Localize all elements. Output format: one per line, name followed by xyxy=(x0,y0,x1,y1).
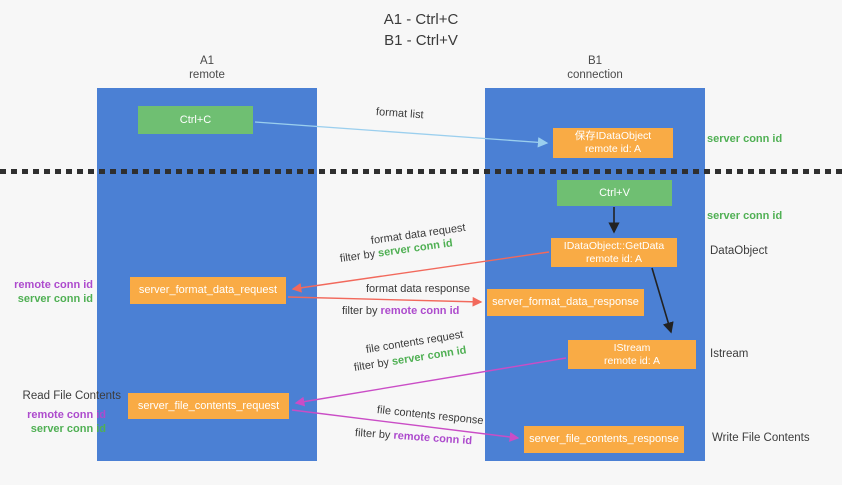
label-file-contents-response: file contents response xyxy=(376,404,485,428)
filter-value-2: remote conn id xyxy=(380,305,460,317)
divider-dotted-line xyxy=(0,169,842,174)
title-line-1: A1 - Ctrl+C xyxy=(383,11,459,28)
label-format-data-response: format data response xyxy=(366,283,470,295)
column-a1-name: remote xyxy=(189,69,225,81)
label-write-file-contents: Write File Contents xyxy=(712,432,810,444)
node-file-request-label: server_file_contents_request xyxy=(137,399,280,412)
node-getdata-line2: remote id: A xyxy=(585,252,643,265)
label-group-format-conn-ids: remote conn id server conn id xyxy=(0,278,93,306)
label-read-file-contents: Read File Contents xyxy=(22,390,121,402)
column-b1-name: connection xyxy=(567,69,623,81)
node-istream: IStream remote id: A xyxy=(568,340,696,369)
node-istream-line2: remote id: A xyxy=(603,354,661,367)
node-ctrl-v-label: Ctrl+V xyxy=(599,186,630,199)
column-b1-id: B1 xyxy=(587,55,603,67)
node-server-file-contents-response: server_file_contents_response xyxy=(524,426,684,453)
node-save-idataobject: 保存IDataObject remote id: A xyxy=(553,128,673,158)
node-server-format-data-response: server_format_data_response xyxy=(487,289,644,316)
node-getdata-line1: IDataObject::GetData xyxy=(563,239,665,252)
filter-by-text-3: filter by xyxy=(353,356,393,374)
label-server-conn-id-format: server conn id xyxy=(17,293,93,305)
node-format-request-label: server_format_data_request xyxy=(138,284,278,296)
node-ctrl-c-label: Ctrl+C xyxy=(179,113,212,126)
label-format-list: format list xyxy=(375,106,424,122)
node-format-response-label: server_format_data_response xyxy=(492,296,639,308)
label-group-file-conn-ids: remote conn id server conn id xyxy=(0,408,106,436)
node-server-file-contents-request: server_file_contents_request xyxy=(128,393,289,419)
node-istream-line1: IStream xyxy=(613,341,651,354)
column-a1-id: A1 xyxy=(199,55,215,67)
column-header-b1: B1 connection xyxy=(485,54,705,82)
label-filter-by-remote-conn-id-2: filter by remote conn id xyxy=(355,427,473,447)
node-save-idataobject-line1: 保存IDataObject xyxy=(574,130,652,142)
label-server-conn-id-top: server conn id xyxy=(707,133,783,145)
filter-by-text-1: filter by xyxy=(339,247,379,265)
node-save-idataobject-line2: remote id: A xyxy=(584,143,642,155)
label-filter-by-remote-conn-id-1: filter by remote conn id xyxy=(342,305,459,317)
column-header-a1: A1 remote xyxy=(97,54,317,82)
node-server-format-data-request: server_format_data_request xyxy=(130,277,286,304)
label-server-conn-id-mid: server conn id xyxy=(707,210,783,222)
label-dataobject: DataObject xyxy=(710,245,768,257)
filter-by-text-4: filter by xyxy=(354,427,394,442)
label-remote-conn-id-format: remote conn id xyxy=(14,279,93,291)
label-istream-right: Istream xyxy=(710,348,749,360)
filter-value-4: remote conn id xyxy=(393,429,473,448)
diagram-title: A1 - Ctrl+C B1 - Ctrl+V xyxy=(0,9,842,51)
node-ctrl-v: Ctrl+V xyxy=(557,180,672,206)
filter-by-text-2: filter by xyxy=(342,305,381,317)
node-ctrl-c: Ctrl+C xyxy=(138,106,253,134)
node-file-response-label: server_file_contents_response xyxy=(529,433,679,445)
label-remote-conn-id-file: remote conn id xyxy=(27,409,106,421)
label-server-conn-id-file: server conn id xyxy=(30,423,106,435)
title-line-2: B1 - Ctrl+V xyxy=(384,32,458,49)
node-idataobject-getdata: IDataObject::GetData remote id: A xyxy=(551,238,677,267)
